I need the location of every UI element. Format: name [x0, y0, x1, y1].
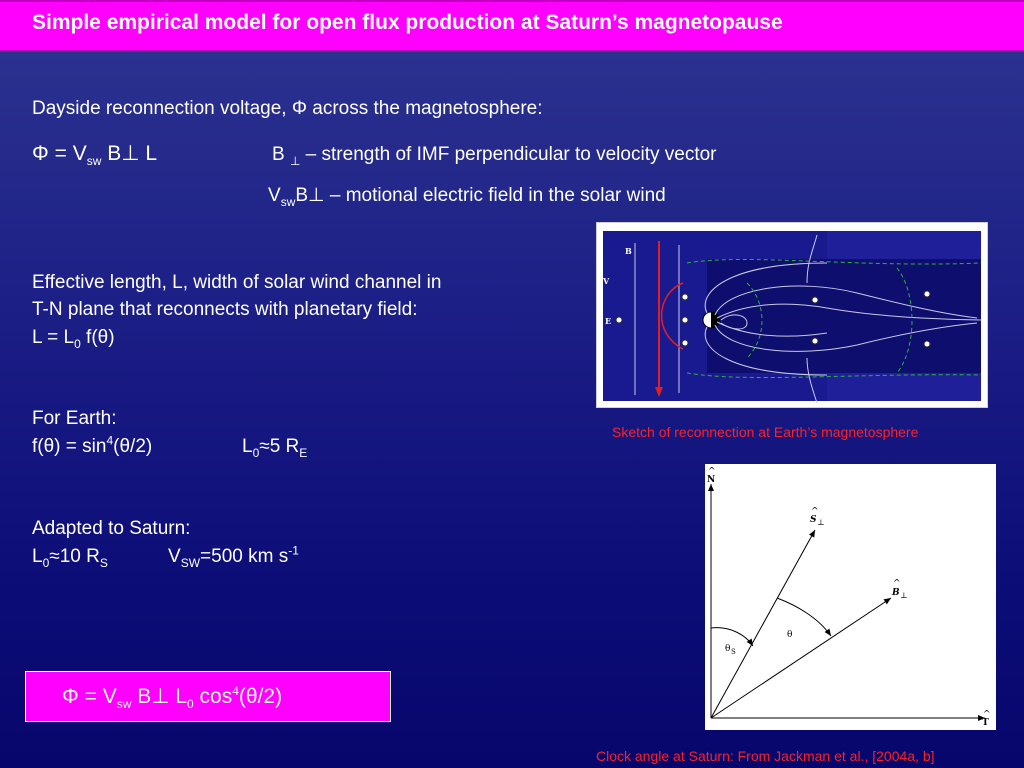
fig2-hat-s: ^	[811, 507, 819, 517]
fig2-label-b: B	[891, 588, 900, 598]
title-bar: Simple empirical model for open flux pro…	[0, 0, 1024, 52]
fig2-label-s-sub: ⊥	[817, 518, 825, 527]
length-line-2: T-N plane that reconnects with planetary…	[32, 299, 418, 320]
formula-sub: sw	[86, 154, 102, 169]
earth-f-formula: f(θ) = sin4(θ/2)	[32, 434, 152, 460]
sv-sup: -1	[288, 543, 299, 558]
vswb-definition: VswB⊥ – motional electric field in the s…	[268, 183, 666, 209]
sl-sub: S	[99, 555, 108, 570]
fig2-label-theta: θ	[787, 630, 792, 640]
earth-l0: L0≈5 RE	[242, 434, 307, 460]
fig2-label-t: T	[982, 718, 989, 728]
result-formula-box: Φ = Vsw B⊥ L0 cos4(θ/2)	[25, 671, 391, 722]
sl-part: L	[32, 546, 43, 567]
fig1-label-e: E	[605, 316, 611, 326]
el-sub: E	[299, 445, 308, 460]
vswb-text: – motional electric field in the solar w…	[324, 185, 666, 206]
formula-part: B⊥ L	[101, 142, 158, 165]
sv-part: =500 km s	[200, 546, 289, 567]
clock-angle-figure: ^ N ^ T ^ S ⊥ ^ B ⊥ θ θ S	[705, 464, 996, 730]
rf-part: B⊥ L	[131, 685, 188, 708]
fig2-label-s: S	[810, 515, 817, 525]
vswb-v: V	[268, 185, 281, 206]
fig2-hat-b: ^	[893, 579, 901, 589]
intro-text: Dayside reconnection voltage, Φ across t…	[32, 98, 543, 119]
lf-part: L = L	[32, 327, 75, 348]
rf-part: Φ = V	[62, 685, 117, 708]
fig2-label-theta-s: θ	[725, 644, 730, 654]
rf-part: cos	[193, 685, 233, 708]
sv-part: V	[168, 546, 181, 567]
rf-part: (θ/2)	[238, 685, 283, 708]
bperp-symbol: B	[272, 144, 290, 165]
bperp-sub: ⊥	[289, 153, 301, 168]
reconnection-sketch-svg: B V E	[597, 223, 987, 407]
sl-sub: 0	[42, 555, 50, 570]
el-sub: 0	[252, 445, 260, 460]
lf-sub: 0	[74, 336, 81, 351]
ef-sup: 4	[106, 433, 114, 448]
ef-part: (θ/2)	[113, 436, 153, 457]
rf-sub: sw	[116, 697, 132, 712]
earth-heading: For Earth:	[32, 408, 117, 429]
sv-sub: SW	[180, 555, 201, 570]
fig2-label-n: N	[707, 475, 715, 485]
formula-part: Φ = V	[32, 142, 87, 165]
vswb-sub: sw	[280, 194, 296, 209]
figure2-caption: Clock angle at Saturn: From Jackman et a…	[596, 748, 935, 764]
result-formula: Φ = Vsw B⊥ L0 cos4(θ/2)	[62, 684, 283, 712]
clock-angle-svg: ^ N ^ T ^ S ⊥ ^ B ⊥ θ θ S	[705, 464, 996, 730]
el-part: L	[242, 436, 253, 457]
slide-title: Simple empirical model for open flux pro…	[32, 11, 783, 34]
saturn-heading: Adapted to Saturn:	[32, 518, 191, 539]
fig2-hat-t: ^	[983, 710, 991, 720]
sl-part: ≈10 R	[49, 546, 100, 567]
fig1-label-b: B	[625, 246, 632, 256]
fig1-label-v: V	[602, 276, 610, 286]
saturn-l0: L0≈10 RS	[32, 544, 108, 570]
length-formula: L = L0 f(θ)	[32, 325, 115, 351]
vswb-b: B⊥	[295, 185, 325, 206]
main-formula: Φ = Vsw B⊥ L	[32, 141, 157, 167]
bperp-text: – strength of IMF perpendicular to veloc…	[300, 144, 717, 165]
fig2-label-theta-s-sub: S	[731, 648, 736, 656]
ef-part: f(θ) = sin	[32, 436, 107, 457]
figure1-caption: Sketch of reconnection at Earth’s magnet…	[612, 424, 919, 440]
el-part: ≈5 R	[259, 436, 300, 457]
lf-part: f(θ)	[80, 327, 115, 348]
fig2-hat-n: ^	[708, 467, 716, 477]
rf-sub: 0	[187, 697, 194, 712]
rf-sup: 4	[232, 684, 239, 698]
length-line-1: Effective length, L, width of solar wind…	[32, 272, 442, 293]
bperp-definition: B ⊥ – strength of IMF perpendicular to v…	[272, 142, 717, 168]
reconnection-sketch-figure: B V E	[596, 222, 988, 408]
saturn-vsw: VSW=500 km s-1	[168, 544, 299, 570]
fig2-label-b-sub: ⊥	[900, 591, 908, 600]
